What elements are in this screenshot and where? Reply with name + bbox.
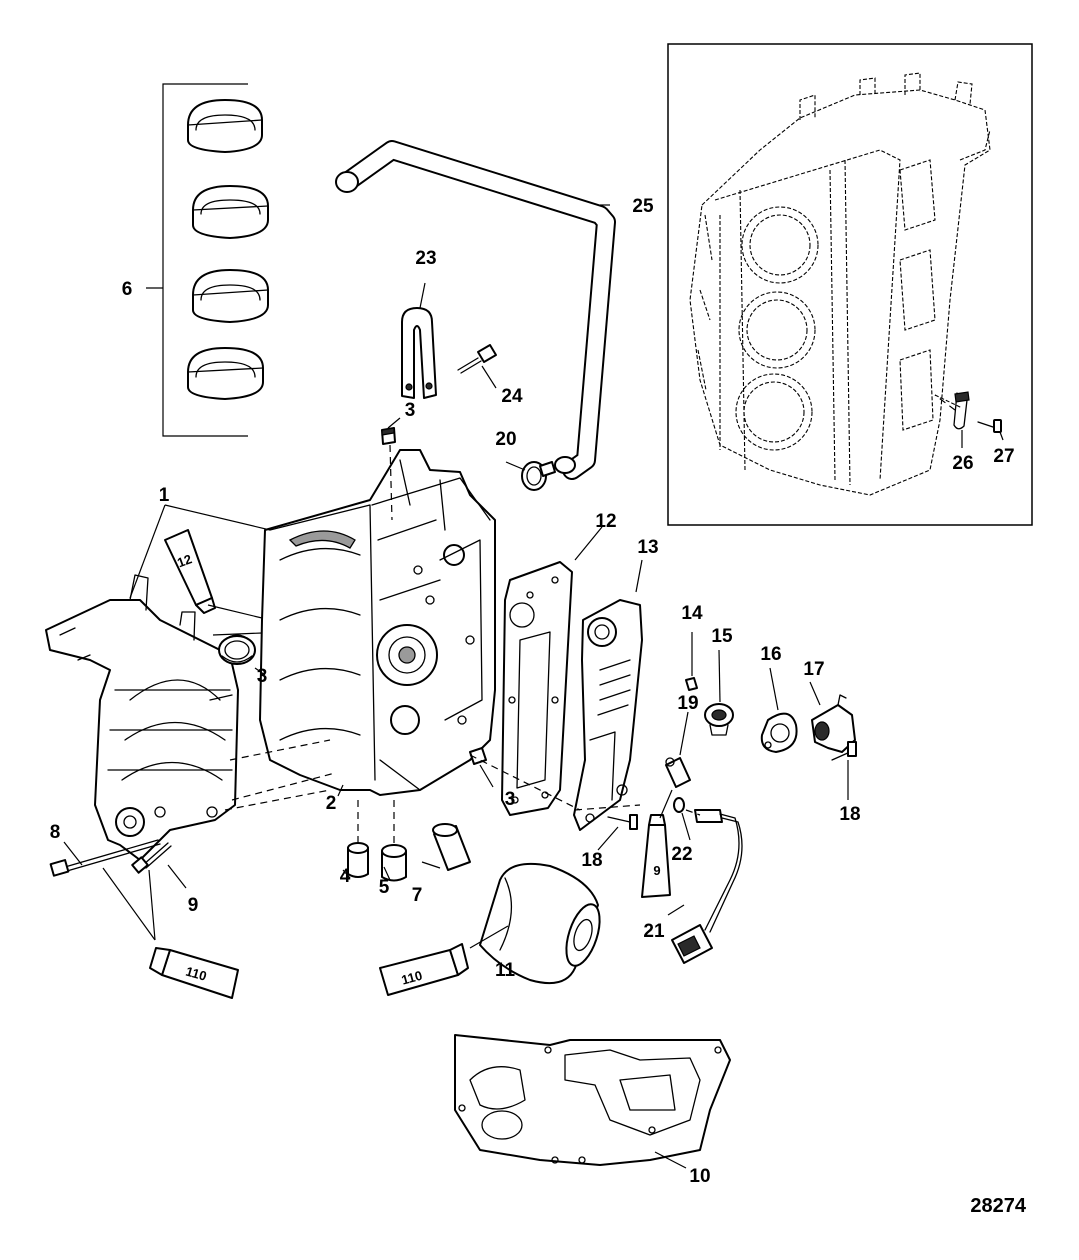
callout-20: 20: [495, 429, 516, 450]
part-4-dowel: [347, 842, 369, 878]
part-110-sealant-tube-center: 110: [379, 943, 469, 996]
callout-labels: 1 2 3 3 3 4 5 6 7 8 9 10 11 12 13 14 15 …: [50, 196, 1015, 1187]
inset-block-drawing: [689, 72, 991, 496]
part-110-sealant-tube-left: 110: [149, 947, 239, 999]
tube-label-9: 9: [653, 863, 660, 878]
callout-6: 6: [122, 279, 133, 300]
crankcase-cover: [45, 574, 239, 861]
part-20-clamp: [521, 461, 556, 491]
callout-3-top: 3: [405, 400, 416, 421]
callout-19: 19: [677, 693, 698, 714]
part-12-sealant-tube: 12: [164, 529, 216, 614]
bearing-shell-1: [187, 99, 263, 153]
part-15-thermostat: [704, 703, 734, 736]
part-16-thermostat-gasket: [760, 712, 798, 753]
part-10-base-gasket: [454, 1034, 731, 1166]
callout-4: 4: [340, 866, 351, 887]
callout-18-right: 18: [839, 804, 860, 825]
callout-15: 15: [711, 626, 733, 647]
callout-21: 21: [643, 921, 665, 942]
callout-23: 23: [415, 248, 436, 269]
callout-10: 10: [689, 1166, 710, 1187]
callout-22: 22: [671, 844, 692, 865]
part-24-bolt: [457, 344, 497, 374]
callout-11: 11: [495, 960, 516, 981]
callout-2: 2: [326, 793, 337, 814]
drawing-number: 28274: [970, 1195, 1026, 1217]
callout-27: 27: [993, 446, 1014, 467]
callout-17: 17: [803, 659, 824, 680]
tube-label-110-center: 110: [400, 968, 424, 988]
callout-14: 14: [681, 603, 703, 624]
part-5-dowel: [381, 844, 407, 882]
callout-24: 24: [501, 386, 523, 407]
part-18-bolt-left: [607, 814, 638, 830]
callout-5: 5: [379, 877, 390, 898]
callout-25: 25: [632, 196, 654, 217]
part-14-nut: [685, 677, 698, 691]
tube-label-12: 12: [175, 551, 194, 570]
part-25-hose: [335, 140, 616, 480]
callout-16: 16: [760, 644, 781, 665]
callout-18-left: 18: [581, 850, 602, 871]
callout-3-right: 3: [505, 789, 516, 810]
part-3-plug-right: [469, 747, 487, 765]
part-23-bracket: [401, 307, 437, 399]
part-9-bolt: [131, 842, 172, 874]
part-7-sleeve: [432, 823, 471, 871]
bearing-shell-4: [187, 347, 264, 400]
callout-26: 26: [952, 453, 973, 474]
callout-7: 7: [412, 885, 423, 906]
part-13-exhaust-cover: [573, 599, 643, 831]
callout-3-left: 3: [257, 666, 268, 687]
cylinder-block: [259, 449, 496, 796]
tube-label-110-left: 110: [184, 964, 208, 984]
callout-9: 9: [188, 895, 199, 916]
spring-part: [218, 634, 256, 665]
part-11-oil-filter: [479, 862, 601, 984]
inset-panel: [667, 43, 1033, 526]
callout-13: 13: [637, 537, 658, 558]
leader-lines: [63, 204, 1004, 1169]
part-18-bolt-right: [831, 741, 857, 761]
part-19-fitting: [665, 757, 691, 788]
part-21-temperature-sensor: [671, 809, 743, 964]
part-12-gasket: [501, 561, 573, 816]
part-22-o-ring: [673, 797, 685, 813]
part-26-clip: [953, 391, 970, 430]
callout-12: 12: [595, 511, 616, 532]
callout-8: 8: [50, 822, 61, 843]
bearing-shell-3: [192, 269, 269, 323]
part-6-bearing-set: [146, 83, 269, 437]
callout-1: 1: [159, 485, 170, 506]
part-9-sealant-tube-right: 9: [641, 814, 671, 898]
bearing-shell-2: [192, 185, 269, 239]
part-27-screw: [977, 419, 1002, 433]
assembly-guides: [224, 394, 956, 848]
part-3-plug-top: [381, 427, 396, 445]
